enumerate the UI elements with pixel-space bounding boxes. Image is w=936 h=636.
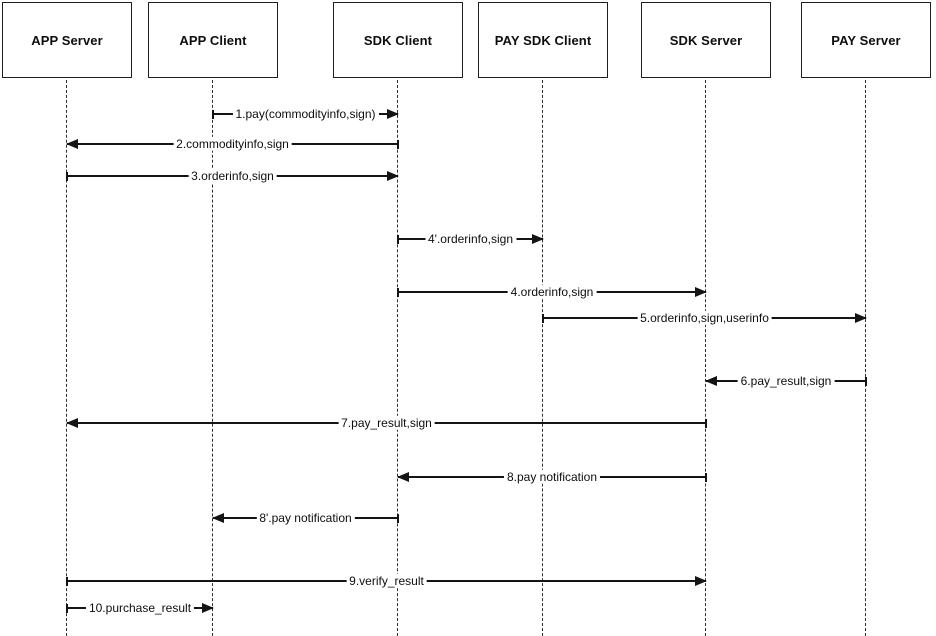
message-label: 5.orderinfo,sign,userinfo — [637, 310, 772, 326]
participant-label: PAY SDK Client — [494, 32, 592, 48]
message-label: 9.verify_result — [346, 573, 427, 589]
message-tail-tick — [542, 313, 544, 323]
lifeline-pay-server — [865, 80, 866, 636]
arrowhead-left-icon — [397, 472, 409, 482]
message-tail-tick — [212, 109, 214, 119]
arrowhead-right-icon — [202, 603, 214, 613]
message-tail-tick — [66, 576, 68, 586]
participant-label: PAY Server — [831, 32, 901, 48]
message-tail-tick — [397, 287, 399, 297]
arrowhead-right-icon — [695, 576, 707, 586]
message-tail-tick — [66, 603, 68, 613]
message-label: 4'.orderinfo,sign — [424, 231, 517, 247]
participant-box-sdk-client: SDK Client — [333, 2, 463, 78]
message-label: 4.orderinfo,sign — [507, 284, 597, 300]
message-label: 10.purchase_result — [85, 600, 195, 616]
arrowhead-left-icon — [66, 418, 78, 428]
message-label: 3.orderinfo,sign — [188, 168, 277, 184]
message-label: 8.pay notification — [503, 469, 601, 485]
message-tail-tick — [66, 171, 68, 181]
participant-label: APP Client — [179, 32, 247, 48]
message-tail-tick — [705, 472, 707, 482]
lifeline-app-server — [66, 80, 67, 636]
participant-box-sdk-server: SDK Server — [641, 2, 771, 78]
participant-label: APP Server — [31, 32, 103, 48]
message-label: 2.commodityinfo,sign — [173, 136, 292, 152]
message-tail-tick — [397, 139, 399, 149]
message-label: 1.pay(commodityinfo,sign) — [232, 106, 379, 122]
participant-label: SDK Client — [363, 32, 433, 48]
arrowhead-right-icon — [387, 109, 399, 119]
message-label: 7.pay_result,sign — [338, 415, 435, 431]
message-label: 6.pay_result,sign — [737, 373, 835, 389]
arrowhead-right-icon — [855, 313, 867, 323]
message-label: 8'.pay notification — [256, 510, 355, 526]
arrowhead-left-icon — [66, 139, 78, 149]
message-tail-tick — [397, 234, 399, 244]
arrowhead-right-icon — [532, 234, 544, 244]
arrowhead-right-icon — [387, 171, 399, 181]
participant-label: SDK Server — [669, 32, 743, 48]
lifeline-app-client — [212, 80, 213, 636]
message-tail-tick — [397, 513, 399, 523]
lifeline-sdk-server — [705, 80, 706, 636]
arrowhead-right-icon — [695, 287, 707, 297]
message-tail-tick — [705, 418, 707, 428]
message-tail-tick — [865, 376, 867, 386]
participant-box-pay-sdk-client: PAY SDK Client — [478, 2, 608, 78]
participant-box-app-server: APP Server — [2, 2, 132, 78]
lifeline-sdk-client — [397, 80, 398, 636]
participant-box-app-client: APP Client — [148, 2, 278, 78]
arrowhead-left-icon — [212, 513, 224, 523]
arrowhead-left-icon — [705, 376, 717, 386]
lifeline-pay-sdk-client — [542, 80, 543, 636]
participant-box-pay-server: PAY Server — [801, 2, 931, 78]
